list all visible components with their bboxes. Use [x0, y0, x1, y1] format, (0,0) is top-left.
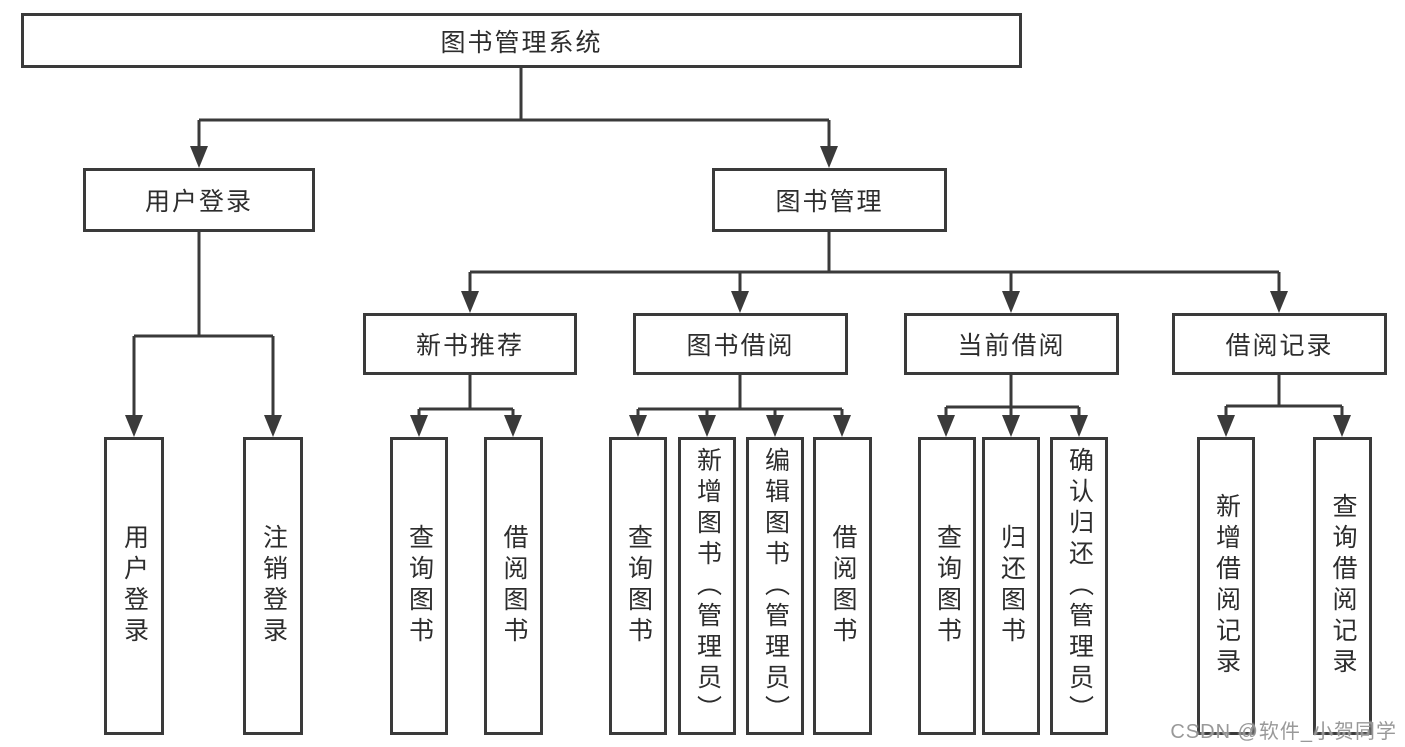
edge-records-stem — [1224, 375, 1344, 420]
leaf-cb-query-books: 查询图书 — [918, 437, 976, 735]
node-label: 归还图书 — [997, 524, 1026, 648]
box-user-login: 用户登录 — [83, 168, 315, 232]
box-book-management: 图书管理 — [712, 168, 947, 232]
node-label: 查询借阅记录 — [1329, 493, 1357, 679]
edge-bookmgmt-stem — [468, 232, 1281, 296]
arrowheads — [125, 146, 1351, 437]
leaf-cb-return-books: 归还图书 — [982, 437, 1040, 735]
leaf-cb-confirm-return-admin: 确认归还（管理员） — [1050, 437, 1108, 735]
leaf-br-query-record: 查询借阅记录 — [1313, 437, 1372, 735]
node-label: 图书管理 — [775, 188, 884, 216]
node-label: 新增图书（管理员） — [693, 446, 722, 726]
node-label: 确认归还（管理员） — [1065, 446, 1094, 726]
box-borrowing-records: 借阅记录 — [1172, 313, 1387, 375]
node-label: 借阅图书 — [829, 524, 857, 648]
node-label: 图书借阅 — [686, 332, 795, 360]
leaf-nb-query-books: 查询图书 — [390, 437, 448, 735]
node-label: 图书管理系统 — [440, 28, 603, 57]
edge-current-stem — [944, 375, 1081, 420]
node-label: 借阅记录 — [1225, 332, 1334, 360]
leaf-user-login: 用户登录 — [104, 437, 164, 735]
leaf-logout: 注销登录 — [243, 437, 303, 735]
box-new-book-recommend: 新书推荐 — [363, 313, 577, 375]
leaf-bb-query-books: 查询图书 — [609, 437, 667, 735]
box-current-borrowing: 当前借阅 — [904, 313, 1119, 375]
leaf-bb-borrow-books: 借阅图书 — [813, 437, 872, 735]
edge-newbook-stem — [417, 375, 515, 420]
node-label: 新增借阅记录 — [1212, 493, 1241, 679]
node-label: 查询图书 — [405, 524, 434, 648]
node-label: 新书推荐 — [415, 332, 524, 360]
edge-userlogin-stem — [132, 232, 275, 420]
node-label: 借阅图书 — [500, 524, 528, 648]
box-library-management-system: 图书管理系统 — [21, 13, 1022, 68]
leaf-bb-add-books-admin: 新增图书（管理员） — [678, 437, 736, 735]
node-label: 用户登录 — [144, 188, 253, 216]
leaf-bb-edit-books-admin: 编辑图书（管理员） — [746, 437, 804, 735]
leaf-nb-borrow-books: 借阅图书 — [484, 437, 543, 735]
box-book-borrowing: 图书借阅 — [633, 313, 848, 375]
leaf-br-add-record: 新增借阅记录 — [1197, 437, 1255, 735]
node-label: 当前借阅 — [957, 332, 1066, 360]
node-label: 查询图书 — [933, 524, 962, 648]
edge-borrow-stem — [636, 375, 844, 420]
edge-root-stem — [197, 68, 831, 150]
node-label: 用户登录 — [120, 524, 149, 648]
node-label: 编辑图书（管理员） — [761, 446, 790, 726]
node-label: 查询图书 — [624, 524, 653, 648]
csdn-watermark: CSDN @软件_小贺同学 — [1170, 721, 1397, 743]
node-label: 注销登录 — [259, 524, 288, 648]
